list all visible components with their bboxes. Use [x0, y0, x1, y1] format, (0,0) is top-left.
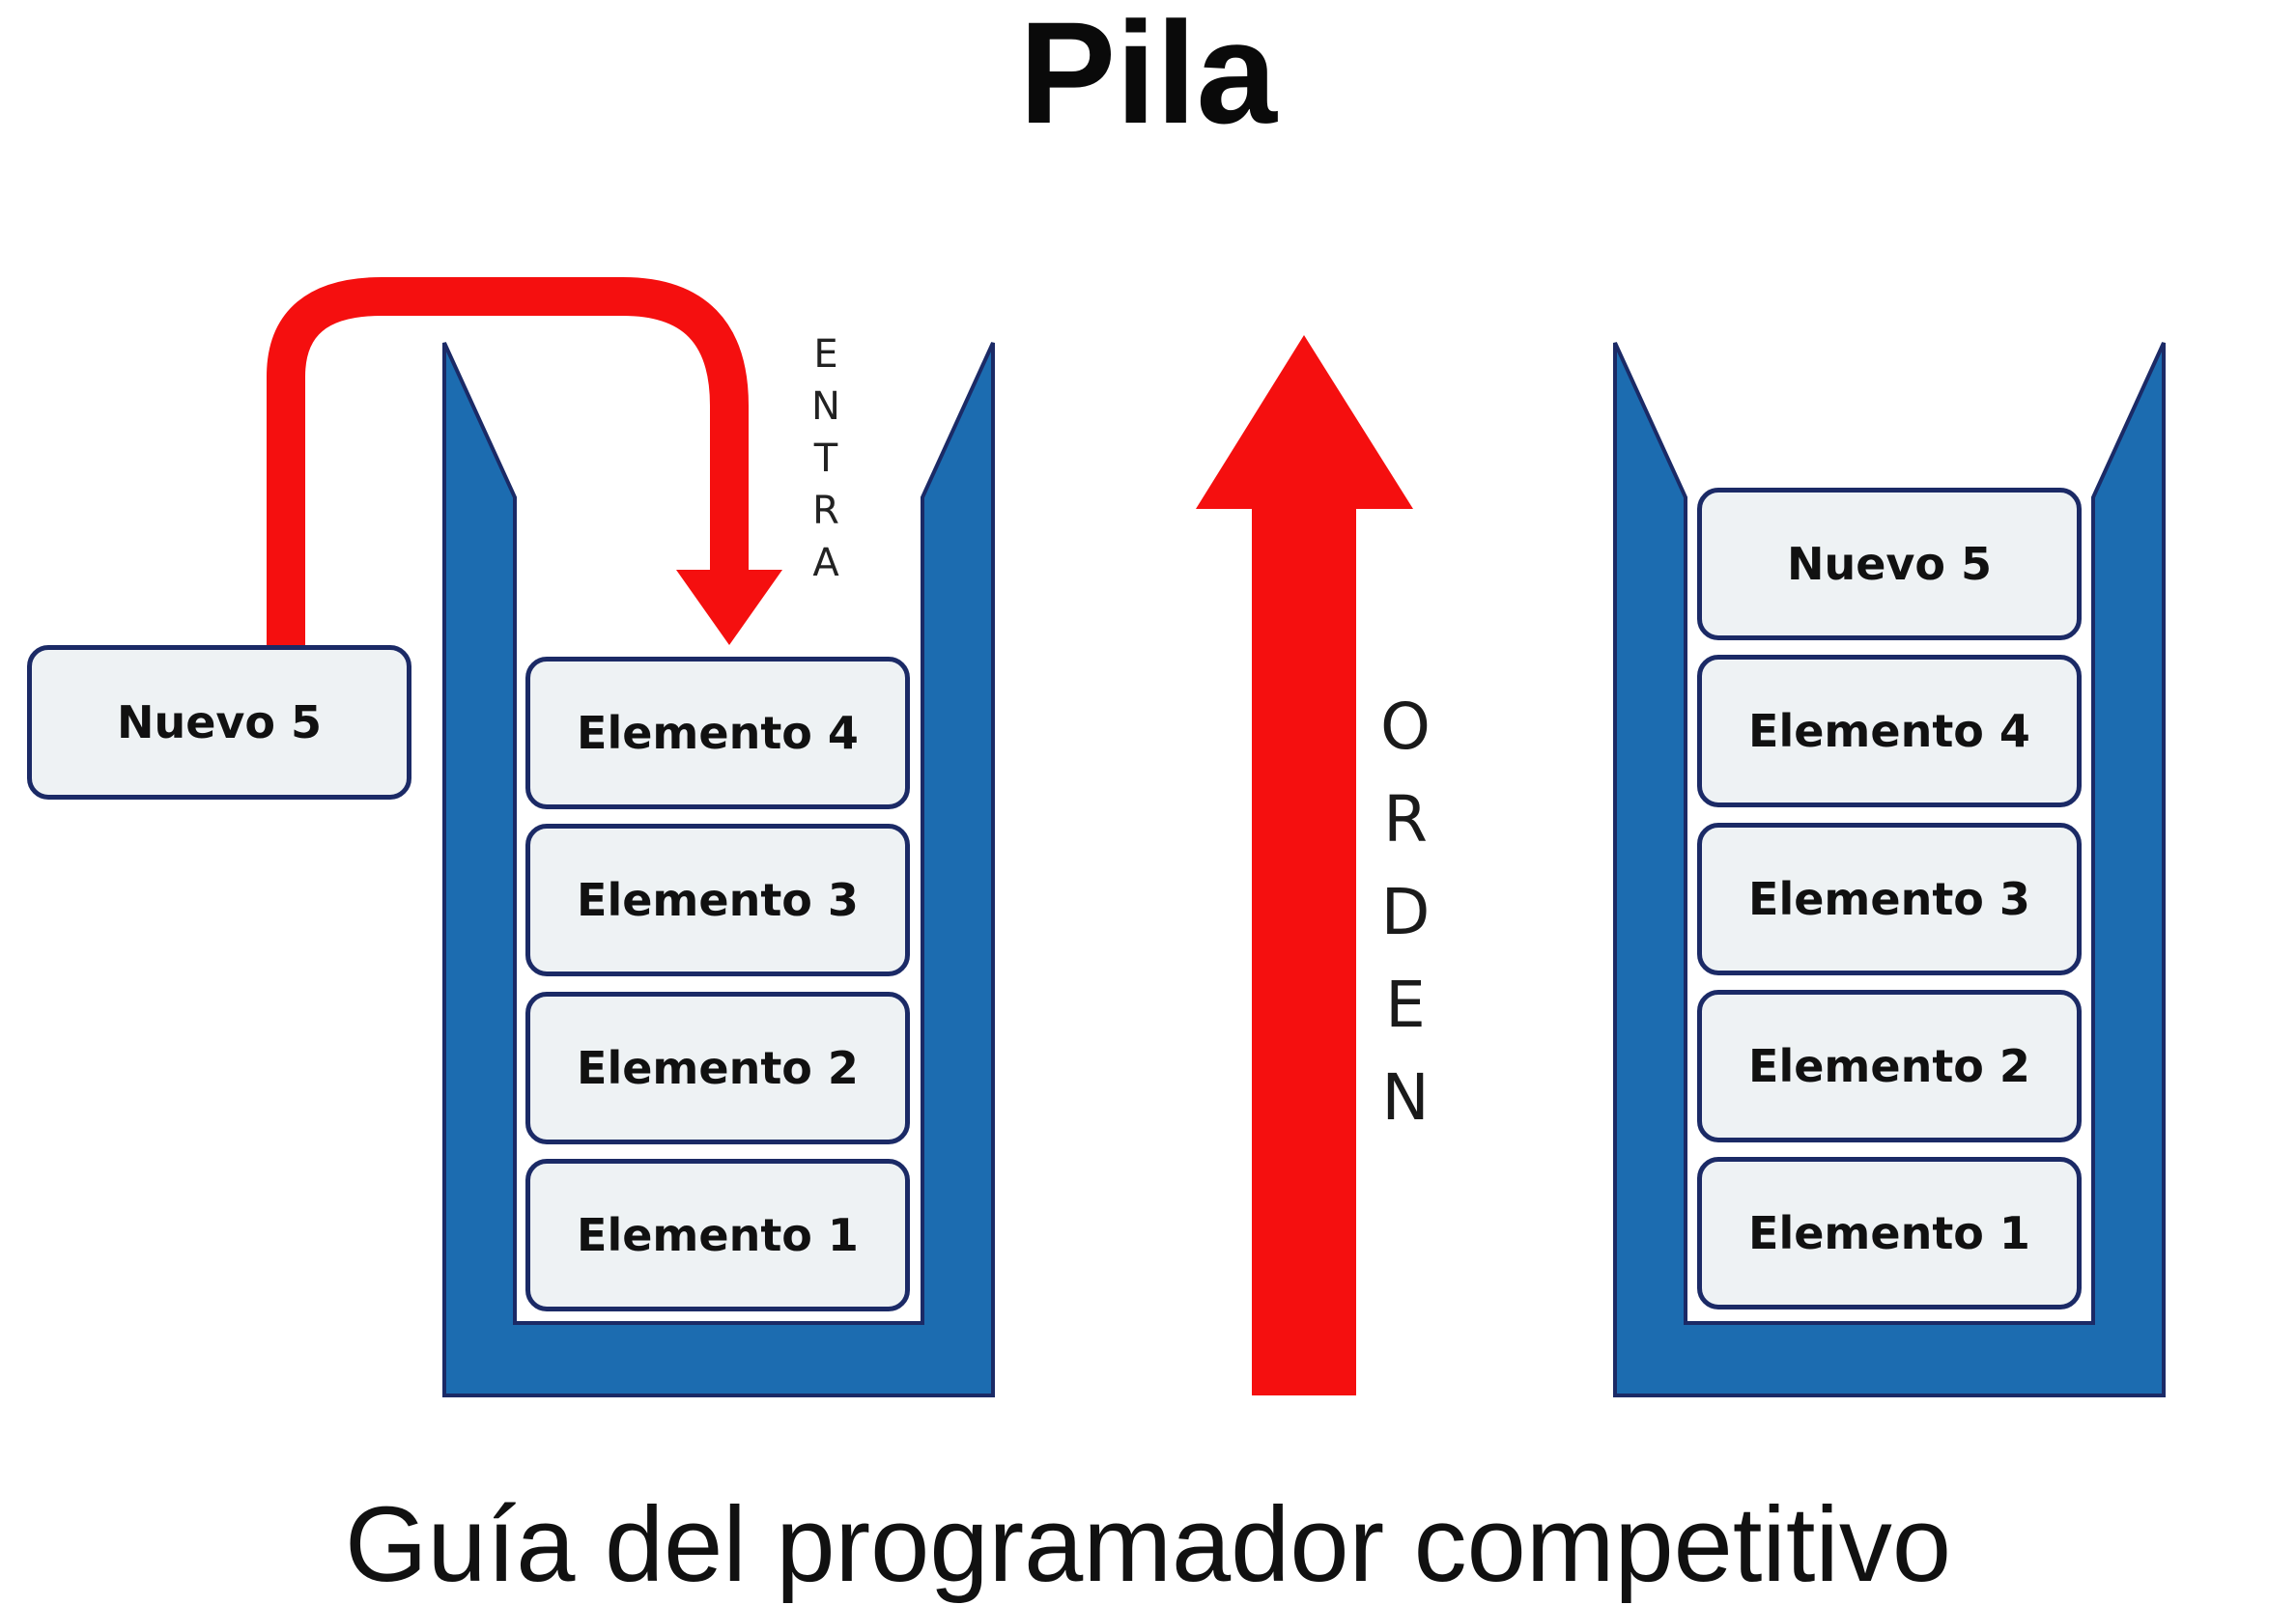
push-arrow-curve: [267, 277, 749, 645]
left-stack-item: Elemento 2: [525, 992, 910, 1144]
right-stack-item: Elemento 1: [1697, 1157, 2082, 1309]
left-stack-item: Elemento 4: [525, 657, 910, 809]
orden-letter: D: [1380, 875, 1431, 949]
orden-letter: N: [1381, 1060, 1430, 1135]
right-stack-item: Nuevo 5: [1697, 488, 2082, 640]
right-stack-item: Elemento 2: [1697, 990, 2082, 1142]
entra-letter: T: [813, 436, 838, 481]
orden-letter: R: [1383, 782, 1428, 857]
push-arrow-head: [676, 570, 782, 645]
order-arrow: [1196, 335, 1413, 1395]
left-stack-container: [442, 342, 995, 1397]
entra-letter: N: [811, 384, 840, 429]
orden-letter: O: [1380, 690, 1431, 764]
right-stack-item: Elemento 3: [1697, 823, 2082, 975]
incoming-element: Nuevo 5: [27, 645, 411, 800]
page-title: Pila: [1019, 0, 1277, 154]
orden-label: O R D E N: [1367, 681, 1444, 1144]
right-stack-item: Elemento 4: [1697, 655, 2082, 807]
entra-letter: E: [813, 332, 838, 377]
entra-letter: A: [812, 541, 839, 585]
entra-label: E N T R A: [802, 328, 850, 589]
left-stack-item: Elemento 3: [525, 824, 910, 976]
entra-letter: R: [812, 489, 839, 533]
footer-caption: Guía del programador competitivo: [344, 1485, 1952, 1604]
orden-letter: E: [1385, 968, 1426, 1042]
right-stack-container: [1613, 342, 2166, 1397]
left-stack-item: Elemento 1: [525, 1159, 910, 1311]
